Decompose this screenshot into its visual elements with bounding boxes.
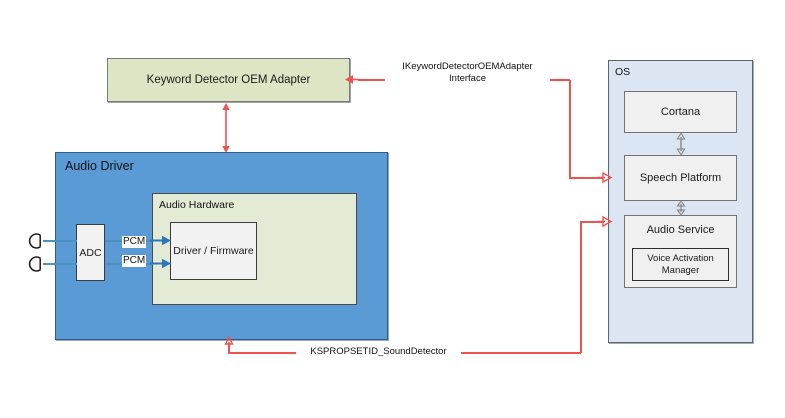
adapter-driver-double-arrow bbox=[222, 103, 230, 153]
audio-service-label: Audio Service bbox=[646, 224, 715, 236]
voice-activation-manager-label: Voice Activation Manager bbox=[647, 252, 714, 276]
interface-arrowhead-speech-platform bbox=[598, 171, 613, 184]
pcm-arrow-2 bbox=[150, 258, 171, 269]
audio-driver-label: Audio Driver bbox=[65, 159, 134, 173]
driver-firmware-label: Driver / Firmware bbox=[173, 244, 254, 257]
speech-audioservice-double-arrow bbox=[676, 199, 686, 217]
cortana-speech-double-arrow bbox=[676, 131, 686, 157]
audio-hardware-label: Audio Hardware bbox=[159, 199, 235, 211]
ksproperty-arrowhead-audio-service bbox=[598, 215, 613, 228]
mic-to-adc-wire-2 bbox=[43, 263, 77, 265]
ksproperty-connector-vertical bbox=[580, 222, 582, 353]
os-label: OS bbox=[615, 66, 631, 78]
ksproperty-connector-riser bbox=[228, 344, 230, 353]
pcm-arrow-1 bbox=[150, 235, 171, 246]
interface-arrowhead-adapter bbox=[345, 75, 360, 84]
speech-platform-label: Speech Platform bbox=[639, 172, 722, 184]
adc-box[interactable]: ADC bbox=[76, 224, 105, 281]
ksproperty-arrowhead-audio-driver bbox=[224, 335, 234, 348]
ksproperty-connector-label: KSPROPSETID_SoundDetector bbox=[296, 346, 461, 359]
interface-label-line2: Interface bbox=[449, 73, 486, 85]
mic-to-adc-wire-1 bbox=[43, 240, 77, 242]
interface-connector-vertical bbox=[569, 80, 571, 179]
pcm-label-1: PCM bbox=[122, 236, 147, 248]
pcm-label-2: PCM bbox=[122, 255, 147, 267]
keyword-detector-oem-adapter-box[interactable]: Keyword Detector OEM Adapter bbox=[107, 58, 350, 102]
microphone-icon bbox=[28, 233, 41, 249]
interface-label-line1: IKeywordDetectorOEMAdapter bbox=[402, 61, 533, 72]
interface-connector-bottom-horizontal bbox=[569, 177, 603, 179]
cortana-label: Cortana bbox=[660, 106, 701, 118]
cortana-box[interactable]: Cortana bbox=[624, 91, 737, 133]
voice-activation-manager-box[interactable]: Voice Activation Manager bbox=[632, 248, 729, 281]
microphone-icon bbox=[28, 256, 41, 272]
ksproperty-connector-top-horizontal bbox=[580, 221, 604, 223]
driver-firmware-box[interactable]: Driver / Firmware bbox=[170, 222, 257, 280]
speech-platform-box[interactable]: Speech Platform bbox=[624, 155, 737, 201]
interface-connector-label: IKeywordDetectorOEMAdapter Interface bbox=[385, 61, 550, 86]
adc-label: ADC bbox=[79, 246, 102, 259]
keyword-detector-oem-adapter-label: Keyword Detector OEM Adapter bbox=[146, 74, 311, 86]
